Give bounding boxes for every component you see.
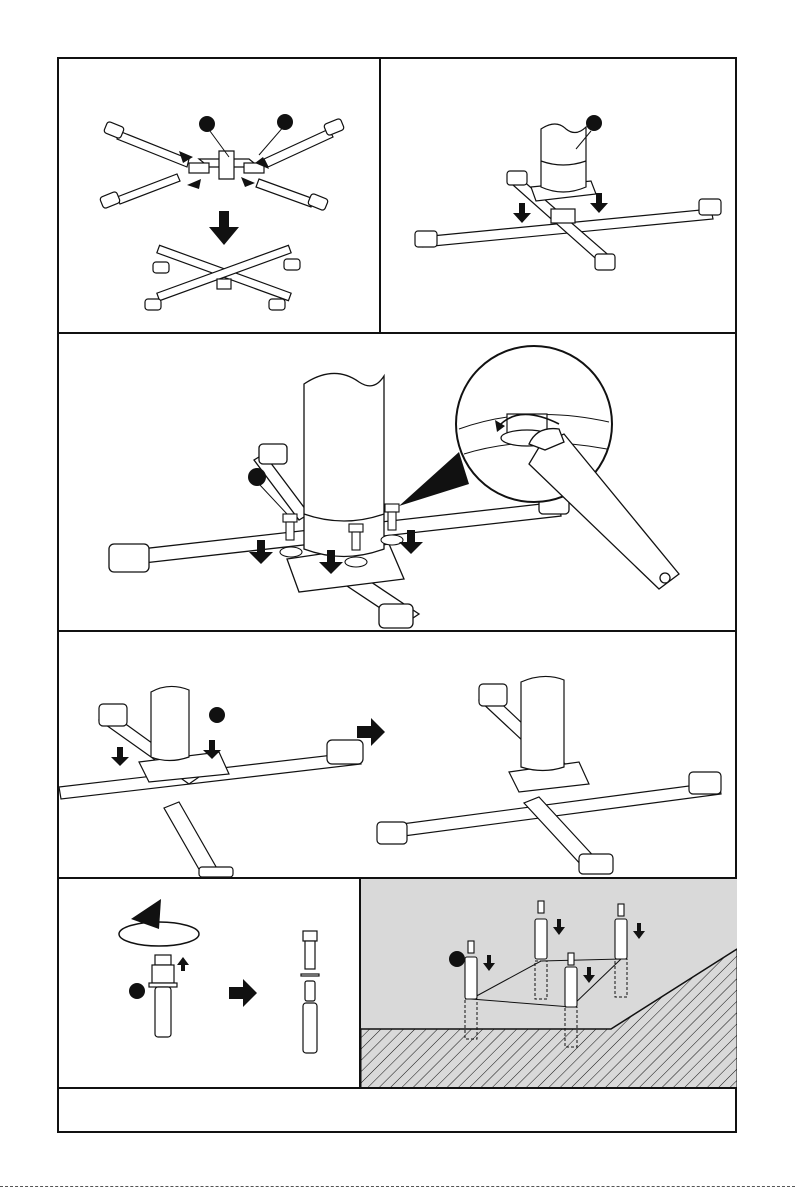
callout-dot-icon: [129, 983, 145, 999]
leg-top-right: [264, 118, 345, 167]
arrow-down-icon: [483, 955, 495, 971]
arrow-down-icon: [513, 203, 531, 223]
callout-dot-icon: [199, 116, 215, 132]
arrow-up-icon: [177, 957, 189, 971]
assembled-base: [145, 245, 300, 310]
arrow-down-icon: [633, 923, 645, 939]
arrow-left-icon: [241, 177, 255, 187]
base-hub: [551, 209, 575, 223]
anchor-bolt-assembled: [149, 955, 177, 1037]
step-fit-cover-caps: [59, 632, 737, 879]
arrow-down-icon: [553, 919, 565, 935]
floor-cross-section: [361, 949, 737, 1089]
leg-top-left: [103, 121, 189, 167]
arrow-down-icon: [111, 747, 129, 766]
leg-bottom-left: [99, 174, 180, 209]
step-bolt-column-to-base: [59, 334, 737, 632]
arrow-down-icon: [590, 193, 608, 213]
callout-dot-icon: [248, 468, 266, 486]
anchor-sleeve: [535, 901, 547, 959]
callout-dot-icon: [277, 114, 293, 130]
washer-icon: [280, 547, 302, 557]
washer-icon: [345, 557, 367, 567]
arrow-down-icon: [209, 211, 239, 245]
instruction-caption: [70, 1100, 720, 1120]
leg-bottom-right: [256, 179, 329, 211]
zoom-pointer: [399, 452, 469, 506]
step-place-column-on-base: [381, 59, 737, 334]
callout-dot-icon: [449, 951, 465, 967]
step-floor-anchor-installation: [361, 879, 737, 1089]
base-hub: [189, 151, 264, 179]
washer-icon: [381, 535, 403, 545]
rotate-counterclockwise-icon: [119, 899, 199, 946]
support-column: [304, 373, 384, 556]
arrow-right-icon: [187, 179, 201, 189]
trim-line: [0, 1186, 795, 1187]
callout-dot-icon: [209, 707, 225, 723]
base-with-caps: [377, 676, 721, 874]
anchor-sleeve: [465, 941, 477, 999]
anchor-sleeve: [565, 953, 577, 1007]
support-column: [541, 124, 586, 192]
anchor-sleeve: [615, 904, 627, 959]
instruction-sheet-frame: [57, 57, 737, 1133]
anchor-bolt-exploded: [301, 931, 319, 1053]
step-anchor-bolt-preparation: [59, 879, 361, 1089]
step-assemble-base-legs: [59, 59, 381, 334]
arrow-down-icon: [583, 967, 595, 983]
arrow-right-icon: [229, 979, 257, 1007]
callout-dot-icon: [586, 115, 602, 131]
